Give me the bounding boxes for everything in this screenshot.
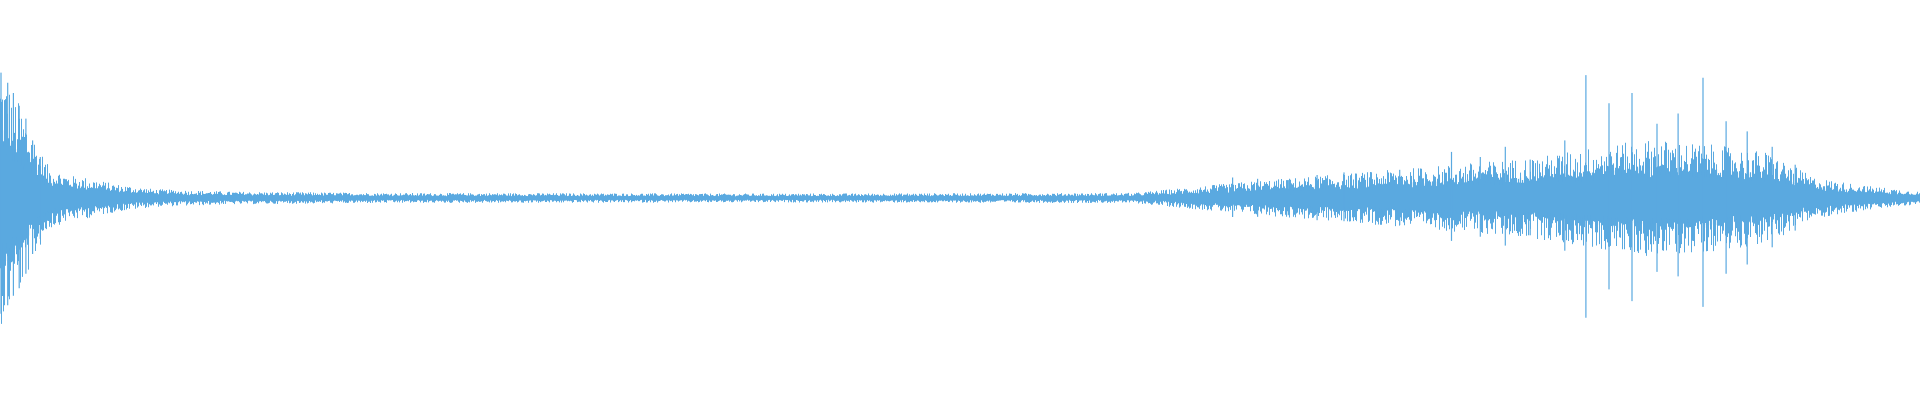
waveform-spikes (0, 72, 1796, 318)
